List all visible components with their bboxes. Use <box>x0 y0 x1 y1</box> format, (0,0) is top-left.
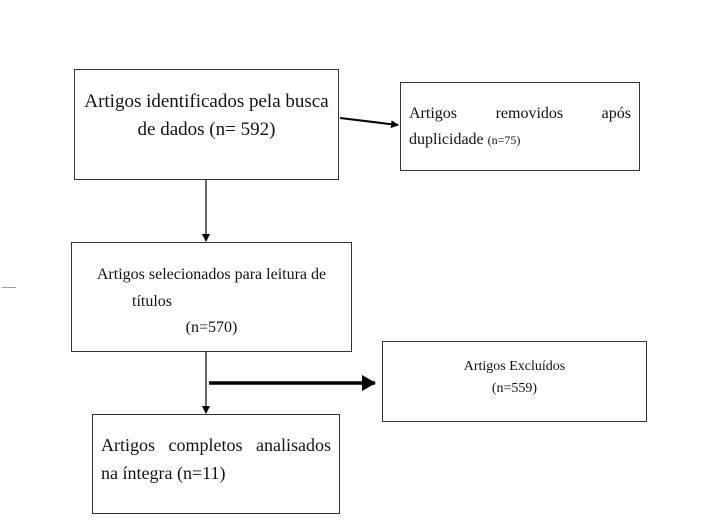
complete-articles-box: Artigos completos analisados na íntegra … <box>92 414 340 514</box>
selected-line-2: títulos <box>132 293 173 310</box>
duplicates-word-1: Artigos <box>409 105 457 122</box>
stray-divider <box>2 287 16 288</box>
selected-count: (n=570) <box>185 319 238 336</box>
selected-line-1: Artigos selecionados para leitura de <box>96 266 327 283</box>
complete-word-3: analisados <box>256 435 331 455</box>
excluded-articles-box: Artigos Excluídos (n=559) <box>382 341 647 422</box>
arrow-to-duplicates <box>339 117 399 129</box>
identified-line-1: Artigos identificados pela busca <box>84 91 329 112</box>
identified-line-2: de dados (n= 592) <box>137 119 276 140</box>
duplicates-removed-box: Artigos removidos após duplicidade (n=75… <box>400 82 640 171</box>
duplicates-line-1: Artigos removidos após <box>409 101 631 127</box>
identified-articles-box: Artigos identificados pela busca de dado… <box>74 69 339 180</box>
complete-line-2: na íntegra (n=11) <box>101 463 226 483</box>
duplicates-label: duplicidade <box>409 131 484 148</box>
selected-articles-box: Artigos selecionados para leitura de tít… <box>71 242 352 352</box>
excluded-label: Artigos Excluídos <box>463 359 566 374</box>
duplicates-line-2: duplicidade (n=75) <box>409 127 631 153</box>
duplicates-count: (n=75) <box>487 133 521 147</box>
complete-word-2: completos <box>168 435 243 455</box>
complete-word-1: Artigos <box>101 435 155 455</box>
excluded-count: (n=559) <box>491 381 538 396</box>
duplicates-word-3: após <box>601 105 631 122</box>
duplicates-word-2: removidos <box>495 105 564 122</box>
complete-line-1: Artigos completos analisados <box>101 431 331 459</box>
